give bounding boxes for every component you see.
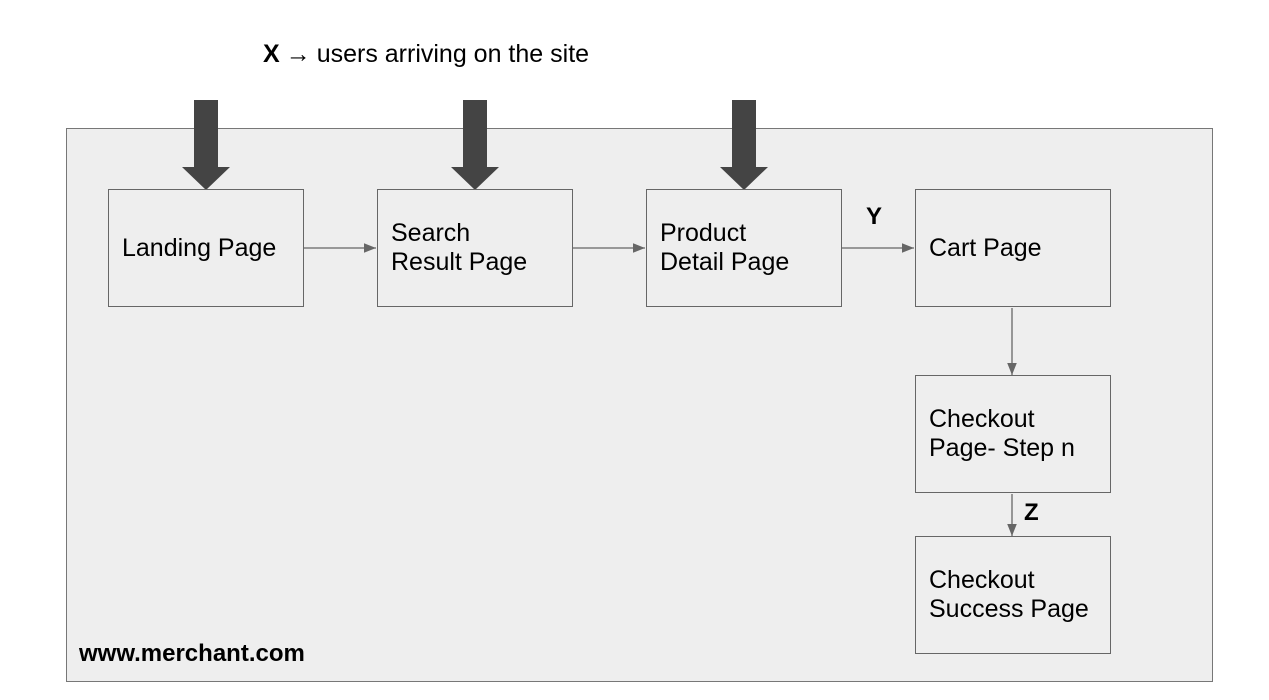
entry-arrow-product-detail [720,100,768,190]
checkout-step-page-box: Checkout Page- Step n [915,375,1111,493]
cart-page-label-line: Cart Page [929,233,1042,262]
checkout-success-page-label-line-1: Checkout [929,566,1035,594]
product-detail-page-box: Product Detail Page [646,189,842,307]
entry-arrow-landing [182,100,230,190]
search-result-page-label-line-1: Search [391,219,471,247]
landing-page-label: Landing Page [122,234,276,263]
legend-arrow-glyph: → [285,40,311,68]
entry-arrow-search-result [451,100,499,190]
checkout-step-page-label-line-1: Checkout [929,405,1035,433]
product-detail-page-label-line-2: Detail Page [660,248,790,276]
checkout-success-page-label-line-2: Success Page [929,595,1089,623]
cart-page-label: Cart Page [929,234,1042,263]
landing-page-box: Landing Page [108,189,304,307]
checkout-success-page-label: Checkout Success Page [929,566,1089,624]
product-detail-page-label: Product Detail Page [660,219,789,277]
search-result-page-box: Search Result Page [377,189,573,307]
site-domain-label: www.merchant.com [79,640,305,667]
search-result-page-label-line-2: Result Page [391,248,528,276]
landing-page-label-line: Landing Page [122,233,277,262]
flow-label-y: Y [866,203,883,230]
checkout-step-page-label: Checkout Page- Step n [929,405,1075,463]
search-result-page-label: Search Result Page [391,219,527,277]
product-detail-page-label-line-1: Product [660,219,747,247]
legend-text: users arriving on the site [316,40,590,68]
checkout-step-page-label-line-2: Page- Step n [929,434,1075,462]
legend: X→users arriving on the site [263,38,589,70]
flow-label-z: Z [1024,499,1039,526]
legend-symbol: X [263,40,280,68]
cart-page-box: Cart Page [915,189,1111,307]
checkout-success-page-box: Checkout Success Page [915,536,1111,654]
